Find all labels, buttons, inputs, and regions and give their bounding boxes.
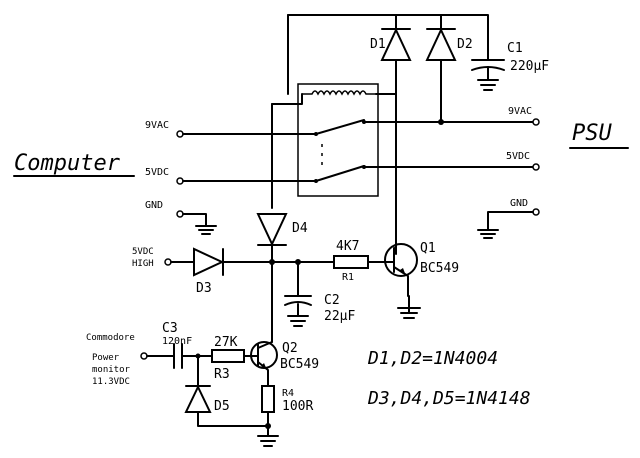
- c2-value-label: 22µF: [324, 309, 355, 324]
- d5-label: D5: [214, 399, 230, 414]
- c3-capacitor: C3 120nF: [162, 321, 213, 369]
- bottom-ground: [257, 425, 279, 447]
- top-rectifier: D1 D2 C1 220µF: [287, 14, 549, 123]
- d3-diode: D3: [193, 247, 225, 296]
- r1-value-label: 4K7: [336, 239, 359, 254]
- left-9vac-label: 9VAC: [145, 120, 169, 131]
- r4-name-label: R4: [282, 388, 294, 399]
- c2-capacitor: C2 22µF: [284, 261, 355, 327]
- monitor-label-3: monitor: [92, 365, 131, 375]
- r1-resistor: 4K7 R1: [333, 239, 387, 283]
- left-ports: 9VAC 5VDC GND Computer: [13, 120, 317, 235]
- c1-name-label: C1: [507, 41, 523, 56]
- computer-label: Computer: [14, 151, 121, 176]
- d4-diode: D4: [256, 213, 308, 263]
- d2-label: D2: [457, 37, 473, 52]
- d4-label: D4: [292, 221, 308, 236]
- relay: [271, 83, 397, 247]
- d1-diode: [380, 14, 412, 95]
- right-9vac-label: 9VAC: [508, 106, 532, 117]
- monitor-label-1: Commodore: [86, 333, 135, 343]
- note-line-2: D3,D4,D5=1N4148: [367, 388, 531, 409]
- right-9vac-terminal: [532, 118, 540, 126]
- q2-type-label: BC549: [280, 357, 319, 372]
- left-5vdc-label: 5VDC: [145, 167, 169, 178]
- q1-name-label: Q1: [420, 241, 436, 256]
- right-5vdc-terminal: [532, 163, 540, 171]
- right-5vdc-label: 5VDC: [506, 151, 530, 162]
- d1-label: D1: [370, 37, 386, 52]
- q2-transistor: Q2 BC549: [250, 341, 319, 387]
- q1-type-label: BC549: [420, 261, 459, 276]
- c3-name-label: C3: [162, 321, 178, 336]
- c3-value-label: 120nF: [162, 336, 192, 347]
- high-input-label-1: 5VDC: [132, 247, 154, 257]
- r4-resistor: R4 100R: [261, 385, 313, 427]
- q1-transistor: Q1 BC549: [384, 241, 459, 319]
- r3-name-label: R3: [214, 367, 230, 382]
- monitor-label-2: Power: [92, 353, 120, 363]
- right-ports: 9VAC 5VDC GND PSU: [363, 106, 629, 239]
- r4-value-label: 100R: [282, 399, 313, 414]
- d5-diode: D5: [184, 355, 271, 429]
- q2-name-label: Q2: [282, 341, 298, 356]
- right-gnd-label: GND: [510, 198, 528, 209]
- left-gnd-label: GND: [145, 200, 163, 211]
- high-input: 5VDC HIGH: [132, 247, 195, 269]
- high-input-label-2: HIGH: [132, 259, 154, 269]
- monitor-label-4: 11.3VDC: [92, 377, 130, 387]
- r3-value-label: 27K: [214, 335, 238, 350]
- d2-diode: [425, 14, 457, 123]
- c2-name-label: C2: [324, 293, 340, 308]
- d3-label: D3: [196, 281, 212, 296]
- c1-capacitor: [471, 59, 505, 91]
- r1-name-label: R1: [342, 272, 354, 283]
- psu-label: PSU: [572, 121, 612, 146]
- note-line-1: D1,D2=1N4004: [367, 348, 498, 369]
- monitor-input: Commodore Power monitor 11.3VDC: [86, 333, 175, 387]
- c1-value-label: 220µF: [510, 59, 549, 74]
- r3-resistor: 27K R3: [211, 335, 255, 382]
